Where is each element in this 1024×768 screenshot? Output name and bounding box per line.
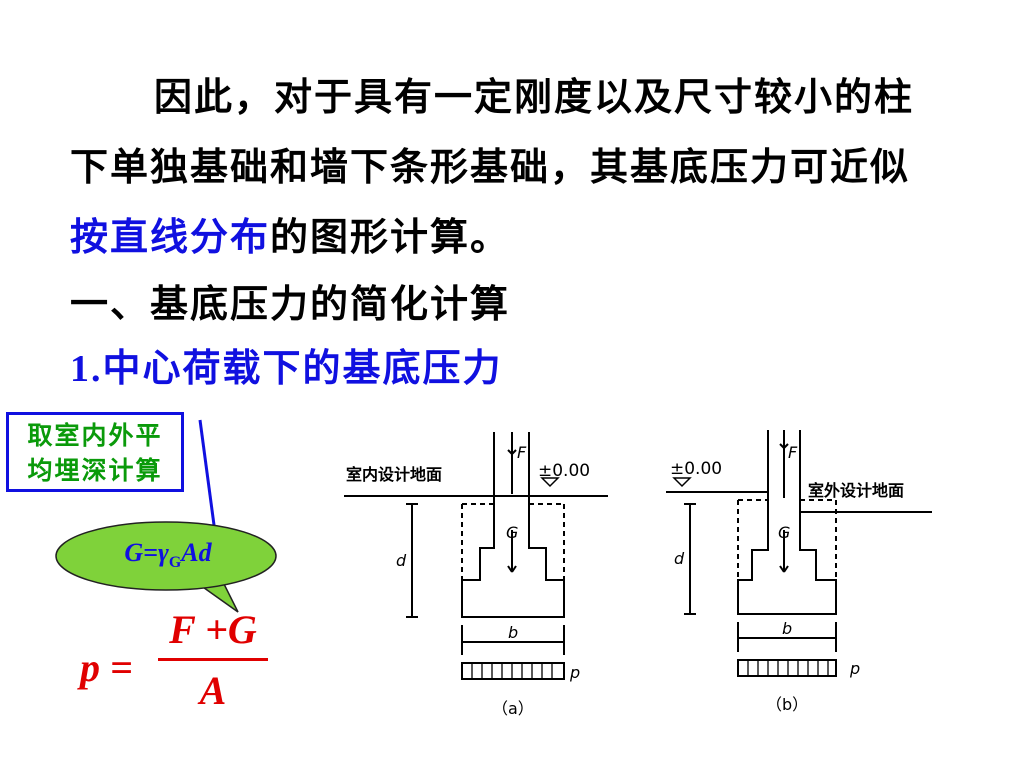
depth-label-a: d [396,551,407,570]
callout-bubble [55,521,277,591]
fraction-bar [158,658,268,661]
ground-label-b: 室外设计地面 [808,481,904,500]
callout-graphic [55,419,277,613]
paragraph-text-1: 因此，对于具有一定刚度以及尺寸较小的柱下单独基础和墙下条形基础，其基底压力可近似 [70,74,915,189]
elevation-marker-b [672,477,692,488]
depth-label-b: d [674,549,685,568]
weight-label-a: G [506,523,518,542]
caption-a: （a） [492,699,534,718]
paragraph-text-2: 的图形计算。 [270,214,511,259]
foundation-diagram-a: 室内设计地面 ±0.00 F G d b p （a） [344,432,608,718]
paragraph-highlight: 按直线分布 [70,214,271,259]
pressure-distribution-b [737,659,837,677]
depth-note-box: 取室内外平 均埋深计算 [6,412,184,492]
force-label-a: F [517,443,527,462]
callout-pointer-line [198,419,218,541]
pressure-fraction: F +G A [158,606,268,715]
weight-label-b: G [778,523,790,542]
force-label-b: F [788,443,798,462]
self-weight-formula: G=γGAd [124,538,212,572]
width-label-a: b [508,623,518,642]
pressure-formula-lhs: p = [80,645,133,690]
pressure-label-b: p [849,659,860,678]
note-line-1: 取室内外平 [27,421,163,450]
subsection-heading: 1.中心荷载下的基底压力 [70,340,503,397]
pressure-label-a: p [569,663,580,682]
footing-outline [461,496,565,618]
pressure-denominator: A [199,668,227,713]
ground-label-a: 室内设计地面 [346,465,442,484]
width-label-b: b [782,619,792,638]
note-line-2: 均埋深计算 [27,456,163,485]
elevation-label-a: ±0.00 [538,461,590,481]
pressure-numerator: F +G [169,607,257,652]
section-heading: 一、基底压力的简化计算 [70,281,511,326]
subsection-title: 中心荷载下的基底压力 [102,345,503,390]
intro-paragraph: 因此，对于具有一定刚度以及尺寸较小的柱下单独基础和墙下条形基础，其基底压力可近似… [70,62,950,272]
caption-b: （b） [766,695,808,714]
pressure-distribution [461,662,565,680]
elevation-marker [540,477,560,488]
elevation-label-b: ±0.00 [670,459,722,479]
subsection-number: 1. [70,348,103,390]
footing-outline-b [737,512,837,615]
foundation-diagram-b: ±0.00 室外设计地面 F G d b p （b） [666,430,932,714]
